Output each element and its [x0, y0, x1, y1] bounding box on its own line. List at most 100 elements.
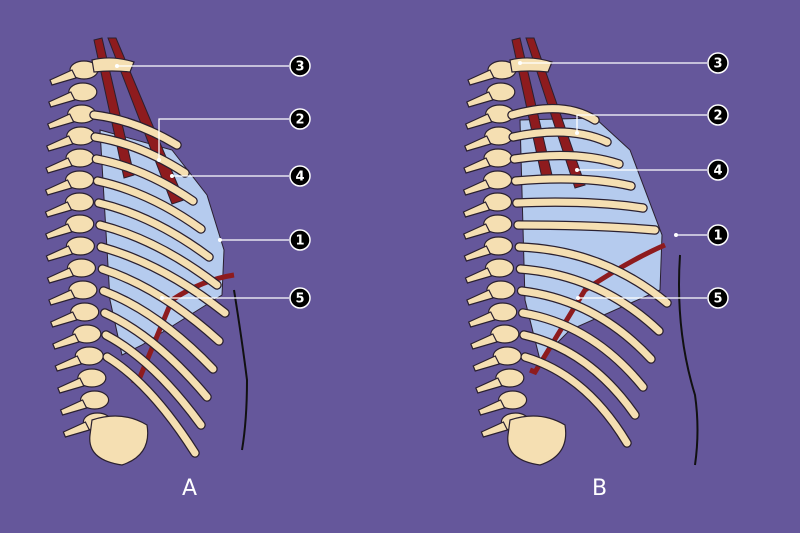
label-circle [289, 108, 311, 130]
spinous-process [48, 91, 76, 108]
rib [97, 243, 229, 317]
label-circle [707, 287, 729, 309]
spinous-process [463, 245, 492, 262]
panel-letter-b: B [592, 476, 608, 501]
leader-dot [157, 158, 161, 162]
vertebra [79, 390, 110, 410]
spinous-process [59, 399, 88, 416]
rib [91, 133, 189, 177]
spinous-process [475, 377, 503, 394]
label-circle [289, 287, 311, 309]
vertebra [486, 280, 516, 300]
label-circle [289, 229, 311, 251]
vertebra [483, 236, 514, 256]
spinous-process [466, 289, 494, 306]
label-number-1: 1 [295, 234, 304, 249]
leader-dot [575, 168, 579, 172]
rib [510, 151, 623, 168]
rib [512, 175, 635, 190]
vertebra [68, 82, 98, 102]
label-number-4: 4 [713, 164, 722, 179]
spinous-process [46, 113, 75, 130]
rib [90, 111, 181, 149]
vertebra [66, 258, 97, 278]
vertebra [64, 192, 95, 212]
rib [102, 331, 205, 429]
spinous-process [467, 311, 496, 328]
rib [101, 309, 211, 401]
vertebra [482, 192, 513, 212]
spinous-process [52, 333, 80, 350]
vertebra [488, 302, 518, 322]
spinous-process [477, 399, 506, 416]
spinous-process [49, 311, 78, 328]
body-outline [233, 289, 249, 451]
vertebra [486, 82, 516, 102]
spinous-process [57, 377, 85, 394]
leader-dot [160, 296, 164, 300]
spinous-process [464, 267, 493, 284]
vertebra [484, 258, 515, 278]
spinous-process [466, 91, 494, 108]
label-circle [707, 159, 729, 181]
rib [519, 309, 647, 391]
leader-dot [576, 296, 580, 300]
sacrum [507, 415, 567, 466]
spinous-process [44, 201, 73, 218]
rib [92, 155, 197, 205]
spinous-process [480, 421, 509, 438]
vertebra [483, 214, 513, 234]
rib [515, 243, 671, 307]
vertebra [68, 280, 98, 300]
spinous-process [44, 179, 73, 196]
label-circle [707, 224, 729, 246]
rib [520, 331, 639, 419]
panel-a: 3 2 4 1 5 [44, 37, 311, 466]
spinous-process [48, 289, 76, 306]
label-number-3: 3 [295, 60, 304, 75]
vertebra [72, 324, 102, 344]
manubrium [91, 57, 135, 73]
label-number-4: 4 [295, 170, 304, 185]
vertebra [495, 368, 525, 388]
leader-dot [674, 233, 678, 237]
label-circle [707, 52, 729, 74]
rib [509, 128, 611, 146]
spinous-process [462, 223, 491, 240]
spinous-process [467, 69, 495, 86]
rib [516, 265, 663, 335]
spinous-process [44, 223, 73, 240]
label-number-5: 5 [295, 292, 304, 307]
sacrum [89, 415, 149, 466]
rib [94, 177, 205, 233]
label-number-5: 5 [713, 292, 722, 307]
rib [100, 287, 217, 373]
label-circle [289, 165, 311, 187]
rib [103, 353, 199, 457]
leader-dot [218, 238, 222, 242]
leader-dot [575, 131, 579, 135]
vertebra [497, 390, 528, 410]
label-number-1: 1 [713, 229, 722, 244]
leader-line [576, 114, 707, 133]
spinous-process [45, 245, 74, 262]
label-number-2: 2 [295, 113, 304, 128]
manubrium [509, 57, 553, 73]
label-circle [707, 104, 729, 126]
spinous-process [472, 355, 501, 372]
spinous-process [45, 157, 73, 174]
rib [508, 105, 599, 124]
rib [96, 221, 221, 289]
leader-dot [115, 64, 119, 68]
rib [521, 353, 631, 447]
spinous-process [462, 179, 491, 196]
body-outline [678, 254, 699, 466]
vertebra [77, 368, 107, 388]
vertebra [490, 324, 520, 344]
vertebra [70, 302, 100, 322]
spinous-process [464, 113, 493, 130]
rib [514, 221, 659, 234]
